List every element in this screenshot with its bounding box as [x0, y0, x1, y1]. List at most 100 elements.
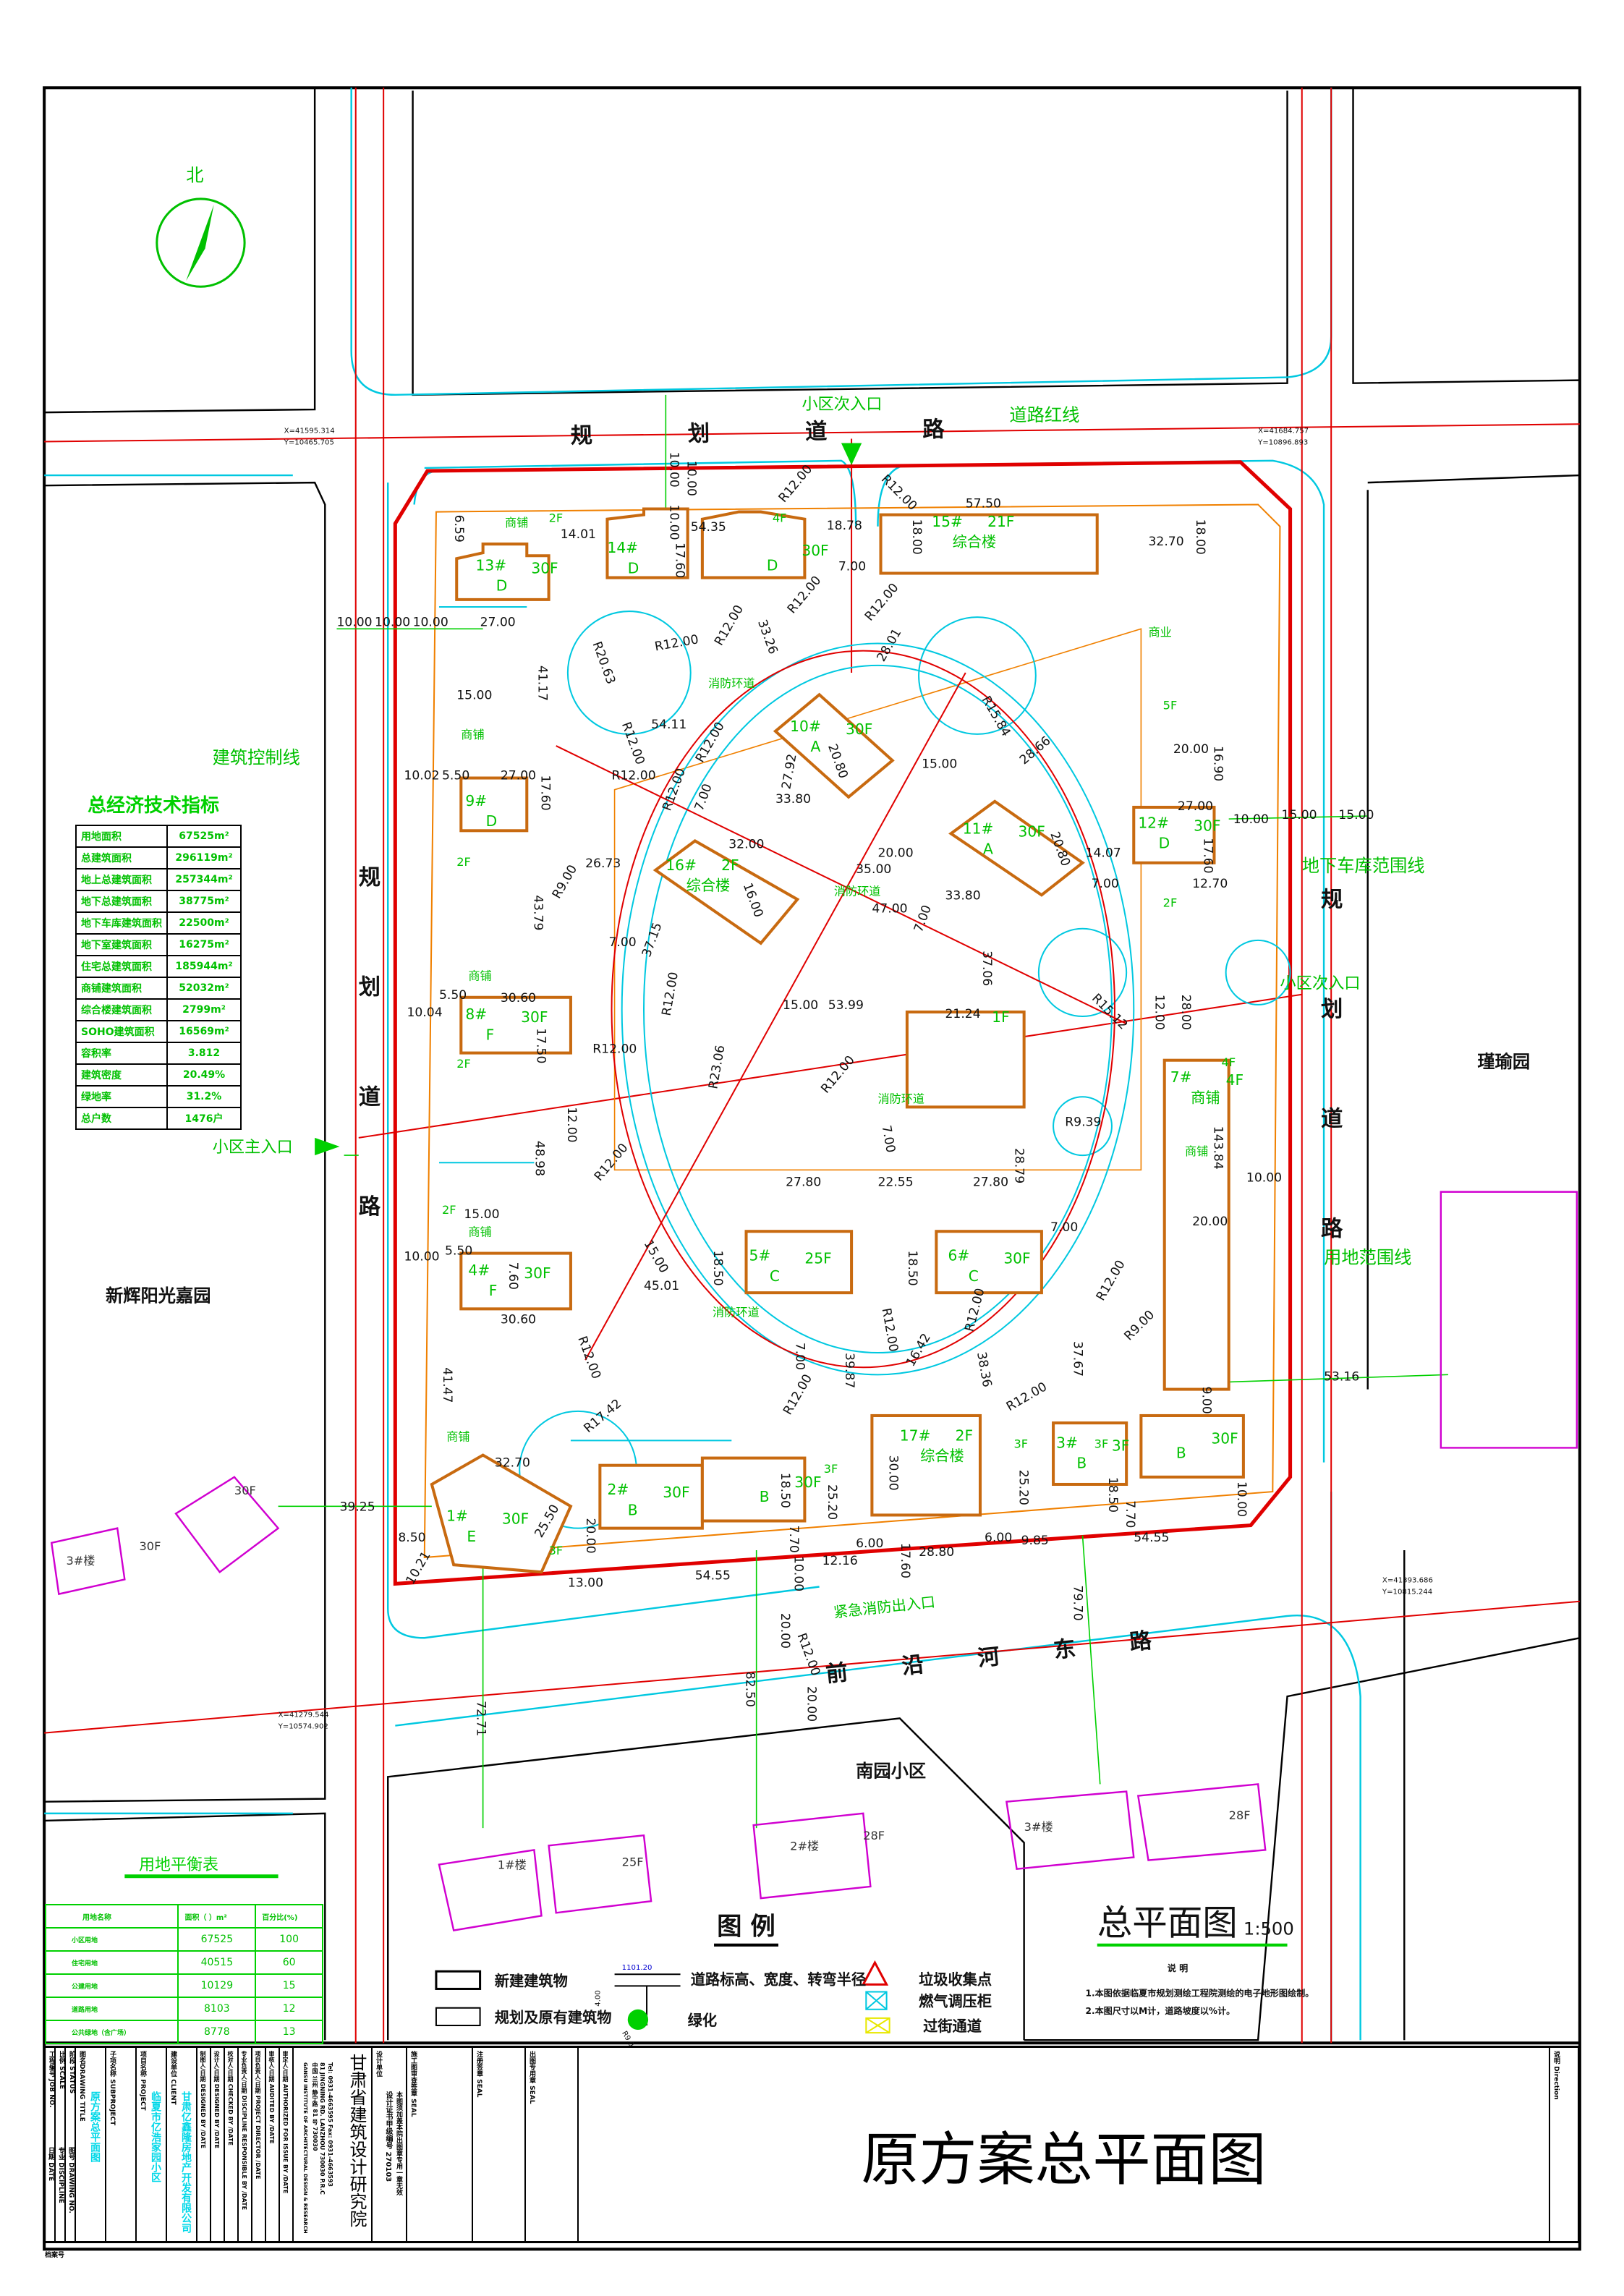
city-blocks [44, 88, 1581, 2041]
econ-value: 52032m² [166, 977, 242, 1000]
building-floors: 21F [987, 513, 1014, 530]
garage-range-line [613, 628, 1142, 1171]
dimension-label: 82.50 [743, 1672, 757, 1707]
building-type: B [1076, 1455, 1087, 1472]
building-type: D [1159, 835, 1170, 852]
dimension-label: 15.00 [1338, 808, 1374, 822]
title-block-label: 专业负责人/日期 DISCIPLINE RESPONSIBLE BY /DATE [241, 2051, 247, 2211]
neighbor-building-label: 3#楼 [66, 1554, 95, 1568]
dimension-label: R23.06 [706, 1044, 728, 1090]
dimension-label: 17.60 [1200, 838, 1215, 873]
building-number: 3# [1056, 1434, 1078, 1451]
road-name-west: 道 [359, 1084, 381, 1110]
land-cell: 公共绿地（含广场） [44, 2020, 179, 2044]
dimension-label: 20.00 [1173, 742, 1209, 757]
road-name-north: 规 划 道 路 [570, 416, 988, 448]
dimension-label: 54.55 [695, 1568, 731, 1583]
neighbor-building-label: 3#楼 [1024, 1820, 1053, 1834]
building-1f [905, 1010, 1026, 1109]
econ-value: 185944m² [166, 955, 242, 978]
land-cell: 8778 [177, 2020, 257, 2044]
building-number: 9# [465, 792, 487, 809]
title-block-label: 图号 DRAWING NO. [67, 2147, 75, 2214]
econ-value: 16275m² [166, 933, 242, 956]
dimension-label: 143.84 [1210, 1126, 1225, 1170]
dimension-label: 27.00 [1178, 799, 1213, 814]
dimension-label: 9.85 [1021, 1534, 1049, 1548]
dimension-label: 15.00 [456, 688, 492, 702]
dimension-label: 10.00 [1246, 1170, 1282, 1185]
dimension-label: 32.00 [728, 838, 764, 852]
site-misc-label: 消防环道 [713, 1305, 760, 1319]
land-cell: 10129 [177, 1973, 257, 1998]
title-block-date-label: 日期 DATE [47, 2147, 54, 2182]
dimension-label: 39.25 [340, 1500, 375, 1514]
neighbor-east-name: 瑾瑜园 [1477, 1051, 1530, 1072]
neighbor-building-label: 25F [622, 1855, 644, 1869]
building-number: 8# [465, 1005, 487, 1023]
annotation-road-red-line: 道路红线 [1009, 404, 1079, 425]
dimension-label: R12.00 [660, 971, 681, 1017]
building-type: F [486, 1026, 495, 1043]
dimension-label: 10.00 [1234, 1481, 1249, 1517]
title-block-cell: 设计人/日期 DESIGNED BY /DATE [211, 2046, 224, 2243]
drawing-frame [43, 86, 1581, 2251]
land-cell: 40515 [177, 1950, 257, 1975]
dimension-label: 15.00 [641, 1238, 671, 1276]
dimension-label: R12.00 [794, 1631, 823, 1678]
site-boundary [393, 460, 1293, 1586]
annotation-north-entrance: 小区次入口 [802, 395, 882, 414]
coordinate-x: X=41279.544 [279, 1711, 329, 1719]
land-cell: 公建用地 [44, 1973, 179, 1998]
building-number: 4# [468, 1262, 490, 1279]
title-block-cell: 比例 SCALE [55, 2046, 65, 2243]
building-number: 2# [607, 1481, 629, 1498]
building-number: 5# [749, 1247, 771, 1264]
site-misc-label: 商业 [1148, 625, 1171, 639]
econ-value: 3.812 [166, 1042, 242, 1065]
coordinate-y: Y=10574.902 [278, 1723, 328, 1731]
legend-item-label: 燃气调压柜 [919, 1993, 992, 2010]
econ-value: 38775m² [166, 890, 242, 913]
dimension-label: 10.00 [375, 615, 410, 629]
dimension-label: 20.00 [877, 846, 913, 861]
dimension-label: 15.00 [1281, 808, 1317, 822]
land-cell: 100 [255, 1927, 323, 1952]
title-block-label: 专业 DISCIPLINE [57, 2147, 64, 2203]
road-name-west: 规 [359, 865, 381, 890]
road-curbs [44, 88, 1361, 2041]
site-misc-label: 3F [1013, 1437, 1028, 1450]
building-number: 7# [1170, 1068, 1192, 1086]
building-type: D [628, 559, 639, 577]
dimension-label: 12.16 [822, 1554, 858, 1568]
title-block-cell: 阶段 STATUS [65, 2046, 75, 2243]
building-type: B [1176, 1445, 1186, 1462]
title-block-cell: 审核人/日期 AUDITED BY /DATE [265, 2046, 279, 2243]
title-block-label: 制图人/日期 DESIGNED BY /DATE [200, 2051, 206, 2148]
dimension-label: R12.00 [879, 1307, 901, 1353]
dimension-label: 10.00 [666, 452, 681, 488]
building-4 [459, 1251, 572, 1311]
building-type: D [767, 556, 778, 574]
neighbor-building-label: 28F [1229, 1808, 1251, 1822]
dimension-label: 20.00 [778, 1613, 792, 1649]
building-1 [430, 1453, 573, 1574]
dimension-label: 33.80 [945, 888, 980, 903]
title-block-cell: 审定人/日期 AUTHORIZED FOR ISSUE BY /DATE [279, 2046, 293, 2243]
legend-item-label: 规划及原有建筑物 [495, 2009, 612, 2026]
dimension-label: 18.00 [1193, 519, 1207, 555]
legend-item-label: 新建建筑物 [495, 1972, 568, 1989]
title-block-cell: 注册签章 SEAL [472, 2046, 525, 2243]
title-block-cell: 校对人/日期 CHECKED BY /DATE [224, 2046, 238, 2243]
neighbor-building-label: 30F [234, 1484, 256, 1497]
